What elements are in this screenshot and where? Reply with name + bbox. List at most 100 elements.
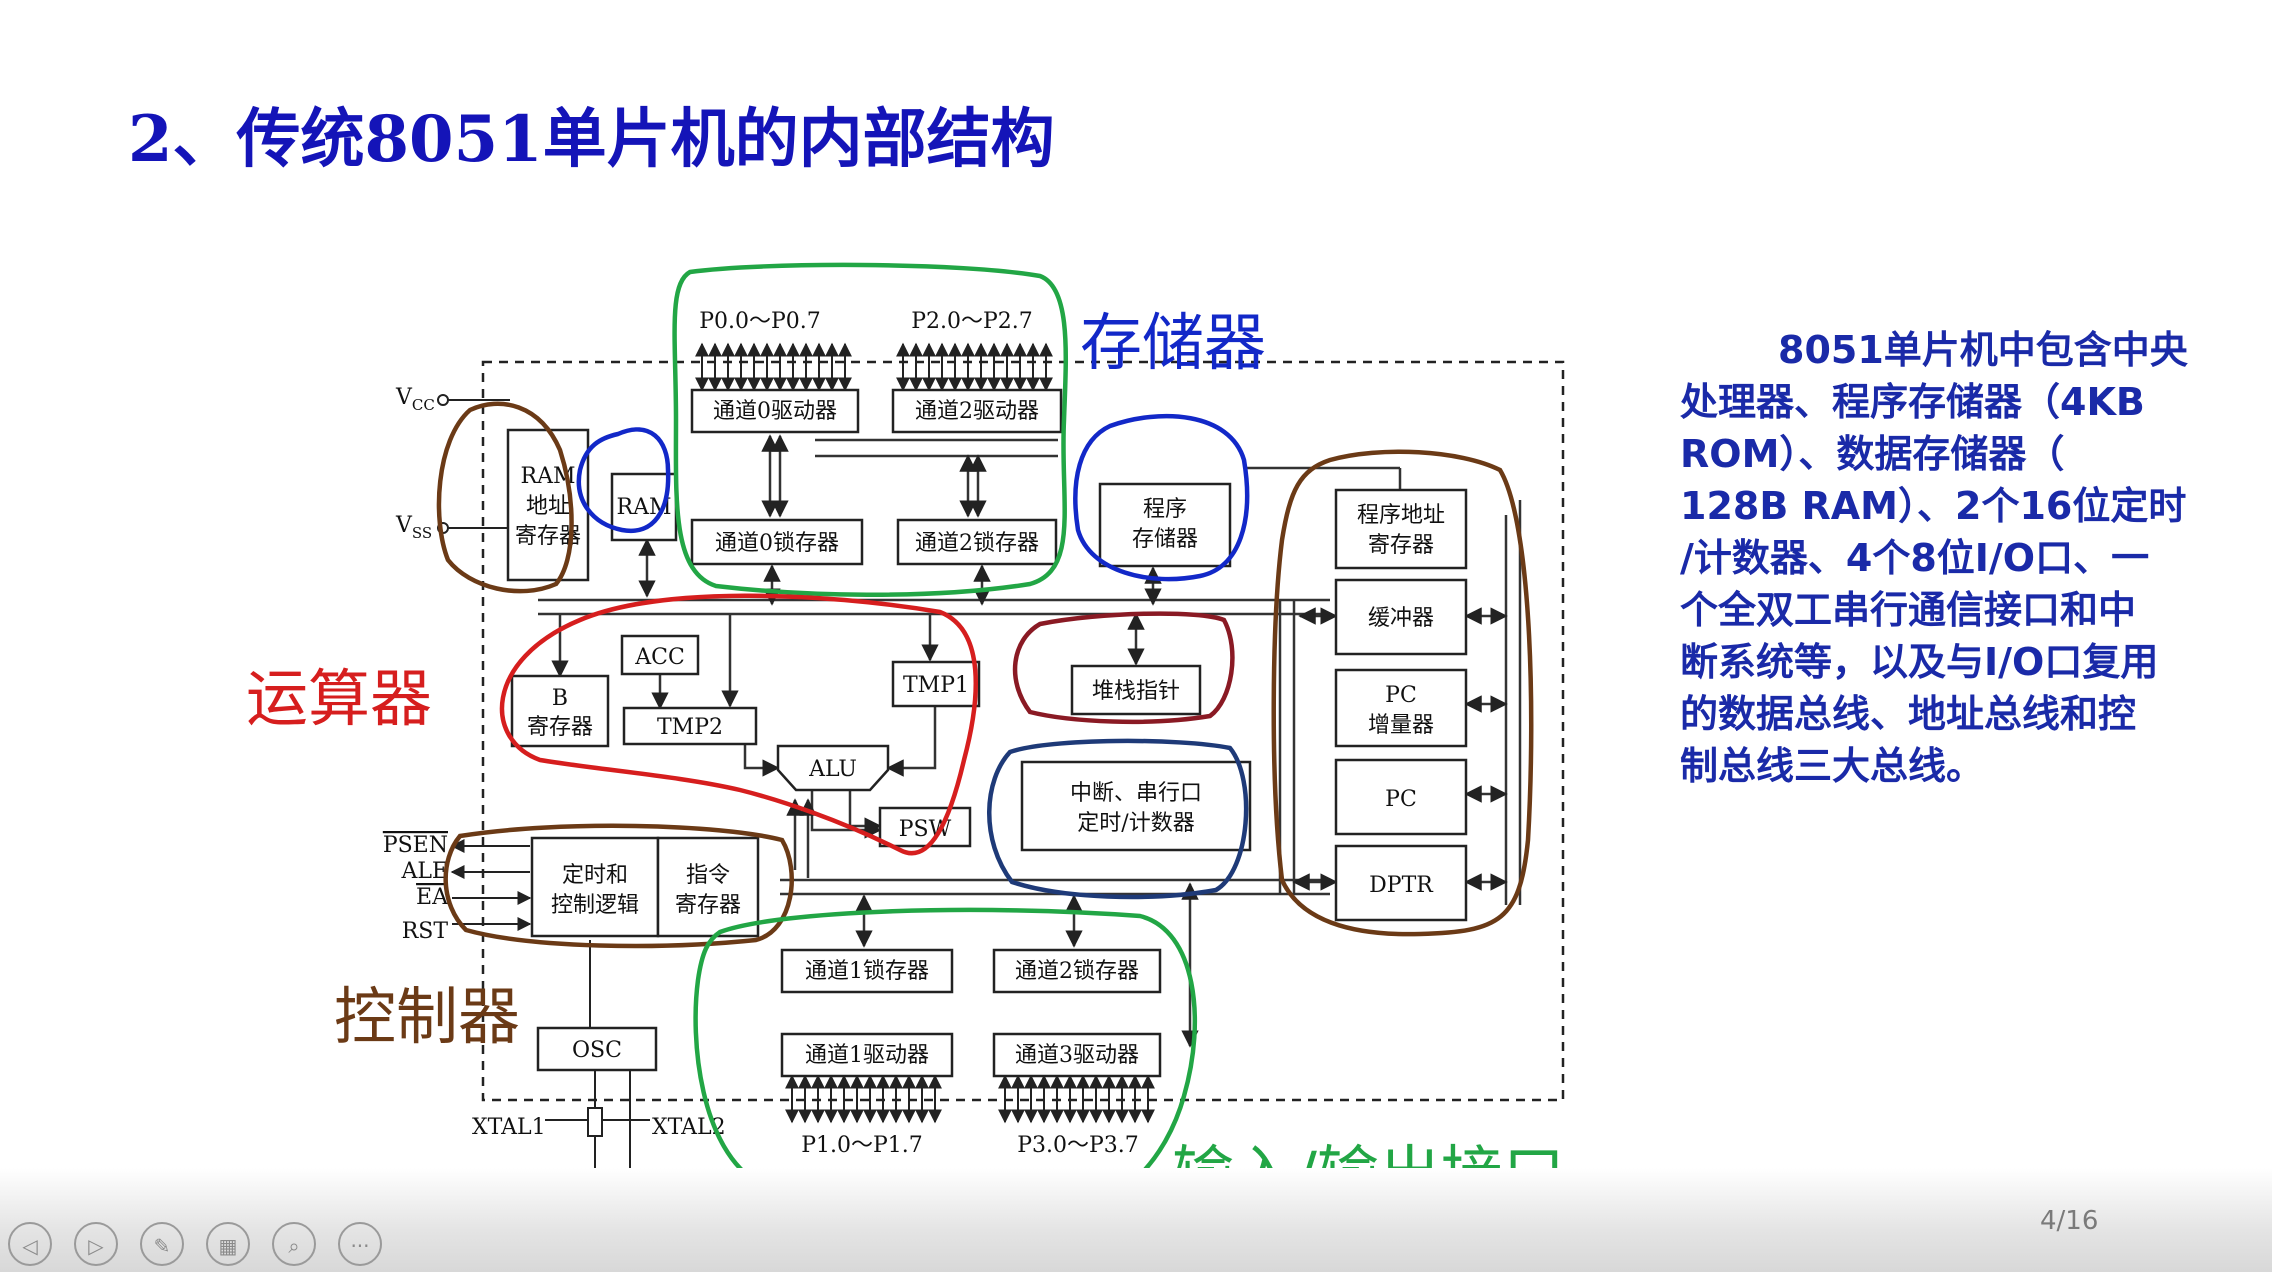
svg-text:通道3驱动器: 通道3驱动器	[1015, 1043, 1139, 1068]
svg-text:指令: 指令	[686, 863, 730, 888]
block-program-address-register: 程序地址 寄存器	[1334, 488, 1468, 570]
block-osc: OSC	[536, 1026, 658, 1072]
description-line: /计数器、4个8位I/O口、一	[1680, 536, 2150, 580]
description-line: 制总线三大总线。	[1680, 744, 1985, 788]
svg-text:通道2锁存器: 通道2锁存器	[1015, 959, 1139, 984]
pin-rst: RST	[402, 919, 449, 944]
block-ch1-driver: 通道1驱动器	[780, 1032, 954, 1078]
more-icon[interactable]: ···	[338, 1222, 382, 1266]
port-label-p2: P2.0～P2.7	[911, 309, 1033, 334]
block-ch2-latch: 通道2锁存器	[896, 518, 1058, 566]
block-tmp2: TMP2	[622, 706, 758, 746]
block-ram-address-register: RAM 地址 寄存器	[506, 428, 590, 582]
svg-text:通道0驱动器: 通道0驱动器	[713, 399, 837, 424]
description-line: 128B RAM）、2个16位定时	[1680, 484, 2187, 528]
description-line: ROM）、数据存储器（	[1680, 432, 2065, 476]
svg-text:B: B	[552, 686, 568, 711]
block-interrupt-serial-timer: 中断、串行口 定时/计数器	[1020, 760, 1252, 852]
annotation-memory: 存储器	[1080, 306, 1267, 379]
pin-vss: VSS	[395, 513, 432, 542]
presentation-toolbar	[0, 1168, 2272, 1272]
loop-memory-green	[672, 262, 1069, 597]
port-pin-arrows	[695, 342, 1155, 1124]
svg-text:寄存器: 寄存器	[1368, 533, 1434, 558]
annotation-alu-group: 运算器	[246, 662, 433, 735]
loop-alu-red	[499, 593, 979, 856]
block-tmp1: TMP1	[891, 660, 981, 708]
block-ch0-driver: 通道0驱动器	[690, 388, 860, 434]
pin-xtal1: XTAL1	[472, 1115, 546, 1140]
svg-text:通道2锁存器: 通道2锁存器	[915, 531, 1039, 556]
loop-controller-brown	[443, 823, 794, 949]
svg-text:通道2驱动器: 通道2驱动器	[915, 399, 1039, 424]
svg-text:PC: PC	[1385, 787, 1417, 812]
description-line: 处理器、程序存储器（4KB	[1680, 380, 2145, 424]
block-ch2-latch-lower: 通道2锁存器	[992, 948, 1162, 994]
description-line: 断系统等，以及与I/O口复用	[1680, 640, 2159, 684]
block-b-register: B 寄存器	[510, 674, 610, 748]
slides-icon[interactable]: ▦	[206, 1222, 250, 1266]
block-dptr: DPTR	[1334, 844, 1468, 922]
block-pc: PC	[1334, 758, 1468, 836]
block-instruction-register: 指令 寄存器	[656, 836, 760, 938]
block-acc: ACC	[620, 634, 700, 676]
svg-text:寄存器: 寄存器	[675, 893, 741, 918]
block-alu: ALU	[776, 744, 890, 792]
block-ch1-latch: 通道1锁存器	[780, 948, 954, 994]
svg-text:ALU: ALU	[808, 757, 857, 782]
svg-text:堆栈指针: 堆栈指针	[1092, 679, 1180, 704]
description-line: 个全双工串行通信接口和中	[1680, 588, 2137, 632]
port-label-p1: P1.0～P1.7	[801, 1133, 923, 1158]
svg-text:程序: 程序	[1143, 497, 1187, 522]
port-label-p0: P0.0～P0.7	[699, 309, 821, 334]
svg-text:通道1驱动器: 通道1驱动器	[805, 1043, 929, 1068]
svg-text:程序地址: 程序地址	[1357, 503, 1445, 528]
svg-text:地址: 地址	[526, 494, 570, 519]
slide-title: 2、传统8051单片机的内部结构	[128, 102, 1055, 177]
description-paragraph: 8051单片机中包含中央 处理器、程序存储器（4KB ROM）、数据存储器（ 1…	[1680, 324, 2240, 792]
pen-icon[interactable]: ✎	[140, 1222, 184, 1266]
svg-text:存储器: 存储器	[1132, 527, 1198, 552]
block-program-memory: 程序 存储器	[1098, 482, 1232, 568]
loop-progmem-blue	[1073, 413, 1250, 582]
block-stack-pointer: 堆栈指针	[1070, 664, 1202, 716]
loop-ram-blue	[576, 427, 671, 534]
data-paths	[638, 434, 1508, 1048]
description-line: 8051单片机中包含中央	[1778, 328, 2188, 372]
loop-interrupt-navy	[987, 738, 1249, 900]
svg-text:ACC: ACC	[634, 645, 685, 670]
next-icon[interactable]: ▷	[74, 1222, 118, 1266]
block-ch3-driver: 通道3驱动器	[992, 1032, 1162, 1078]
loop-registers-brown	[1271, 449, 1534, 937]
svg-text:寄存器: 寄存器	[527, 715, 593, 740]
svg-text:中断、串行口: 中断、串行口	[1070, 781, 1202, 806]
prev-icon[interactable]: ◁	[8, 1222, 52, 1266]
loop-stack-darkred	[1012, 611, 1235, 725]
svg-text:控制逻辑: 控制逻辑	[551, 893, 639, 918]
page-counter: 4/16	[2040, 1206, 2099, 1236]
block-ch0-latch: 通道0锁存器	[690, 518, 864, 566]
svg-text:缓冲器: 缓冲器	[1368, 606, 1434, 631]
pin-psen: PSEN	[383, 833, 448, 858]
description-line: 的数据总线、地址总线和控	[1680, 692, 2137, 736]
block-buffer: 缓冲器	[1334, 578, 1468, 656]
port-label-p3: P3.0～P3.7	[1017, 1133, 1139, 1158]
block-ch2-driver: 通道2驱动器	[891, 388, 1063, 434]
svg-text:增量器: 增量器	[1368, 713, 1434, 738]
annotation-controller: 控制器	[334, 980, 521, 1053]
pin-ale: ALE	[400, 859, 448, 884]
pin-vcc: VCC	[395, 385, 435, 414]
pin-ea: EA	[416, 885, 449, 910]
svg-text:OSC: OSC	[572, 1038, 622, 1063]
svg-text:TMP2: TMP2	[657, 715, 723, 740]
control-pin-lines	[437, 394, 650, 1197]
svg-text:TMP1: TMP1	[903, 673, 969, 698]
svg-text:定时/计数器: 定时/计数器	[1077, 811, 1194, 836]
block-timing-control: 定时和 控制逻辑	[530, 836, 660, 938]
zoom-icon[interactable]: ⌕	[272, 1222, 316, 1266]
block-psw: PSW	[878, 806, 972, 848]
loop-ram-addr-brown	[436, 401, 574, 594]
svg-text:PC: PC	[1385, 683, 1417, 708]
svg-text:通道1锁存器: 通道1锁存器	[805, 959, 929, 984]
